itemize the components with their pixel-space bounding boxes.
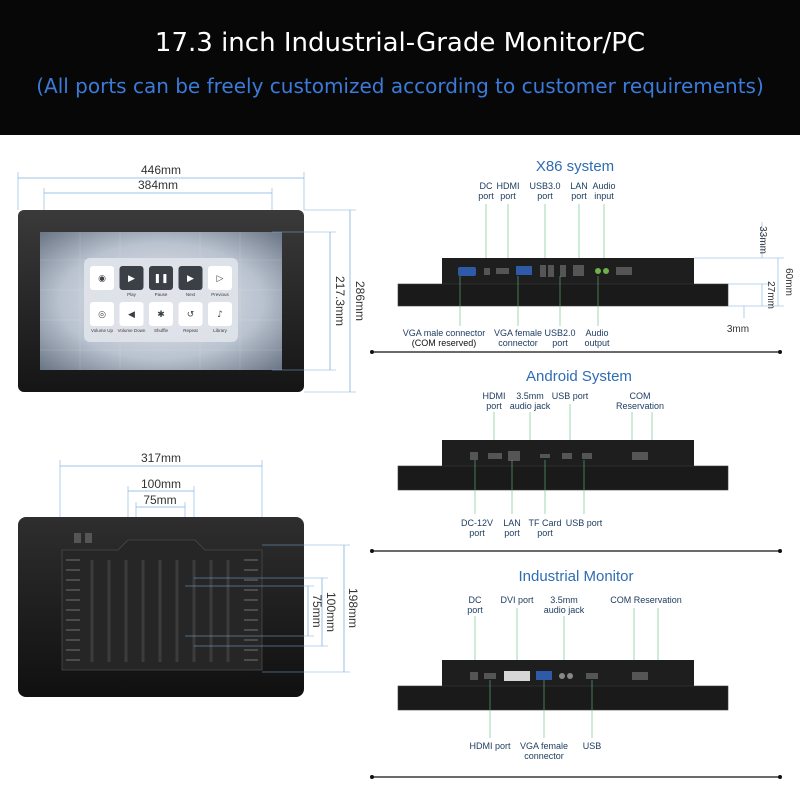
dim-286-label: 286mm xyxy=(353,281,367,321)
screen-tile xyxy=(149,302,173,326)
x86-title: X86 system xyxy=(536,158,614,175)
dim-100-v-label: 100mm xyxy=(324,592,338,632)
screen-tile-label: Next xyxy=(186,292,196,297)
screen-tile xyxy=(90,266,114,290)
x86-device-top xyxy=(442,258,694,284)
screen-tile-icon: ♪ xyxy=(217,310,223,320)
screen-tile-label: Play xyxy=(127,292,137,297)
screen-tile-icon: ↺ xyxy=(187,310,195,320)
screen-tile-label: Repeat xyxy=(183,328,198,333)
screen-tile-label: Volume Up xyxy=(91,328,114,333)
front-view: 446mm 384mm ◉ ▶ Play ❚❚ Pause ▶ Next ▷ Previous ◎… xyxy=(17,163,367,393)
industrial-device-top xyxy=(442,660,694,686)
industrial-title: Industrial Monitor xyxy=(518,568,633,585)
screen-tile-label: Volume Down xyxy=(118,328,146,333)
dim-75-h-label: 75mm xyxy=(143,493,176,507)
dim-100-h-label: 100mm xyxy=(141,477,181,491)
dim-384-label: 384mm xyxy=(138,178,178,192)
dim-75-v-label: 75mm xyxy=(310,594,324,627)
screen-tile xyxy=(149,266,173,290)
page-title: 17.3 inch Industrial-Grade Monitor/PC xyxy=(154,28,646,58)
screen-tile xyxy=(208,266,232,290)
screen-tile xyxy=(178,302,203,326)
screen-tile-icon: ❚❚ xyxy=(153,274,168,284)
screen-tile-label: Library xyxy=(213,328,228,333)
dim-2173-label: 217.3mm xyxy=(333,276,347,326)
dim-446-label: 446mm xyxy=(141,163,181,177)
x86-dim-60: 60mm xyxy=(783,268,794,296)
x86-dim-27: 27mm xyxy=(765,281,776,309)
back-view: 317mm 100mm 75mm 100mm 75mm 198mm xyxy=(18,451,360,697)
industrial-device-base xyxy=(397,685,729,711)
industrial-com-label: COM Reservation xyxy=(610,595,682,605)
screen-tiles: ◉ ▶ Play ❚❚ Pause ▶ Next ▷ Previous ◎ Volume Up ◀ Vo… xyxy=(90,266,232,333)
screen-tile xyxy=(178,266,203,290)
screen-tile xyxy=(119,266,144,290)
screen-tile-label: Shuffle xyxy=(154,328,168,333)
screen-tile-icon: ▷ xyxy=(217,274,224,284)
x86-device-base xyxy=(397,283,729,307)
industrial-dvi-label: DVI port xyxy=(500,595,534,605)
screen-tile-icon: ◉ xyxy=(98,274,106,284)
screen-tile-icon: ◀ xyxy=(128,310,135,320)
screen-tile-icon: ◎ xyxy=(98,310,106,320)
android-device-base xyxy=(397,465,729,491)
screen-tile xyxy=(90,302,114,326)
screen-tile xyxy=(119,302,144,326)
x86-dim-3: 3mm xyxy=(727,324,749,335)
heatsink-fins xyxy=(66,559,258,662)
screen-tile-label: Pause xyxy=(155,292,168,297)
dim-198-label: 198mm xyxy=(346,588,360,628)
screen-tile xyxy=(208,302,232,326)
android-title: Android System xyxy=(526,368,632,385)
header-banner: 17.3 inch Industrial-Grade Monitor/PC (A… xyxy=(0,0,800,135)
screen-tile-icon: ✱ xyxy=(157,310,165,320)
industrial-usb-label: USB xyxy=(583,741,602,751)
android-usb-bottom-label: USB port xyxy=(566,518,603,528)
screen-tile-icon: ▶ xyxy=(128,274,135,284)
page-subtitle: (All ports can be freely customized acco… xyxy=(36,74,764,98)
screen-tile-icon: ▶ xyxy=(187,274,194,284)
industrial-hdmi-label: HDMI port xyxy=(469,741,511,751)
dim-317-label: 317mm xyxy=(141,451,181,465)
screen-tile-label: Previous xyxy=(211,292,229,297)
x86-vga-male-label: VGA male connector(COM reserved) xyxy=(403,328,486,348)
x86-dim-33: 33mm xyxy=(757,226,768,254)
android-usb-top-label: USB port xyxy=(552,391,589,401)
